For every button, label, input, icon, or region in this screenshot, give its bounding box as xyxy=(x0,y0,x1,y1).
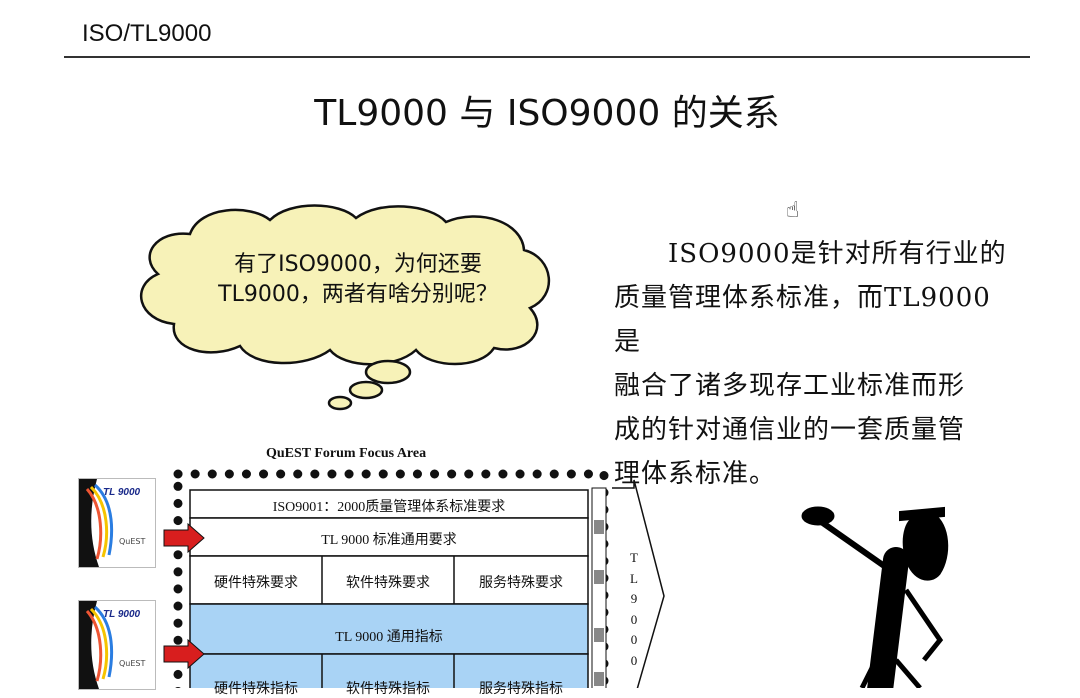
thought-bubble-large xyxy=(364,359,412,385)
cloud-shape xyxy=(140,204,550,366)
cloud-question: 有了ISO9000，为何还要 TL9000，两者有啥分别呢？ xyxy=(188,250,528,310)
para-line-3: 融合了诸多现存工业标准而形 xyxy=(614,371,966,401)
side-char-1: T xyxy=(630,550,638,565)
cell-general-metrics: TL 9000 通用指标 xyxy=(335,630,443,645)
book-cover-art xyxy=(79,601,114,689)
cell-software-req: 软件特殊要求 xyxy=(346,576,430,591)
row-special-metrics xyxy=(189,653,589,688)
para-line-2: 质量管理体系标准，而TL9000是 xyxy=(614,283,991,357)
side-char-6: 0 xyxy=(630,652,638,668)
book-logo-lower: QuEST xyxy=(119,659,146,668)
connector-square-1 xyxy=(594,520,604,534)
cell-service-metrics: 服务特殊指标 xyxy=(479,682,563,697)
para-line-1: ISO9000是针对所有行业的 xyxy=(668,239,1007,269)
book-cover-art xyxy=(79,479,114,567)
book-logo-upper: QuEST xyxy=(119,537,146,546)
tl9000-side-arrow xyxy=(612,479,665,688)
tl9000-book-lower: TL 9000 QuEST xyxy=(78,600,156,690)
book-title-upper: TL 9000 xyxy=(103,487,141,498)
document-header: ISO/TL9000 xyxy=(82,20,212,47)
pointing-hand-icon: ☝ xyxy=(786,198,800,223)
cell-iso9001: ISO9001：2000质量管理体系标准要求 xyxy=(272,500,506,515)
cell-general-req: TL 9000 标准通用要求 xyxy=(321,533,457,548)
row-special-req xyxy=(189,555,589,605)
tl9000-book-upper: TL 9000 QuEST xyxy=(78,478,156,568)
thought-cloud xyxy=(140,204,550,411)
row-general-req xyxy=(189,517,589,557)
side-char-4: 0 xyxy=(630,611,638,627)
red-arrow-lower xyxy=(163,638,205,670)
cell-software-metrics: 软件特殊指标 xyxy=(346,682,430,697)
cell-hardware-metrics: 硬件特殊指标 xyxy=(214,682,298,697)
side-char-5: 0 xyxy=(630,632,638,647)
header-rule xyxy=(64,56,1030,58)
cloud-line-2: TL9000，两者有啥分别呢？ xyxy=(218,282,498,307)
row-general-metrics xyxy=(189,603,589,655)
cloud-line-1: 有了ISO9000，为何还要 xyxy=(234,252,482,277)
focus-area-label: QuEST Forum Focus Area xyxy=(266,446,427,461)
row-iso9001 xyxy=(189,489,589,519)
connector-square-2 xyxy=(594,570,604,584)
side-char-3: 9 xyxy=(630,591,638,606)
para-line-5: 理体系标准。 xyxy=(614,459,777,489)
red-arrow-upper xyxy=(163,522,205,554)
thought-bubble-small xyxy=(327,395,353,411)
focus-area-frame xyxy=(173,469,609,688)
tl9000-vertical-label: T L 9 0 0 0 xyxy=(626,548,642,671)
thought-bubble-medium xyxy=(348,380,384,400)
side-connector-bar xyxy=(591,487,607,688)
connector-square-3 xyxy=(594,628,604,642)
explanation-paragraph: ISO9000是针对所有行业的 质量管理体系标准，而TL9000是 融合了诸多现… xyxy=(614,232,1014,496)
side-char-2: L xyxy=(630,570,638,586)
page-title: TL9000 与 ISO9000 的关系 xyxy=(314,93,780,134)
para-line-4: 成的针对通信业的一套质量管 xyxy=(614,415,966,445)
connector-square-4 xyxy=(594,672,604,686)
cell-service-req: 服务特殊要求 xyxy=(479,576,563,591)
book-title-lower: TL 9000 xyxy=(103,609,141,620)
cell-hardware-req: 硬件特殊要求 xyxy=(214,576,298,591)
pointing-stick-figure xyxy=(801,506,949,688)
